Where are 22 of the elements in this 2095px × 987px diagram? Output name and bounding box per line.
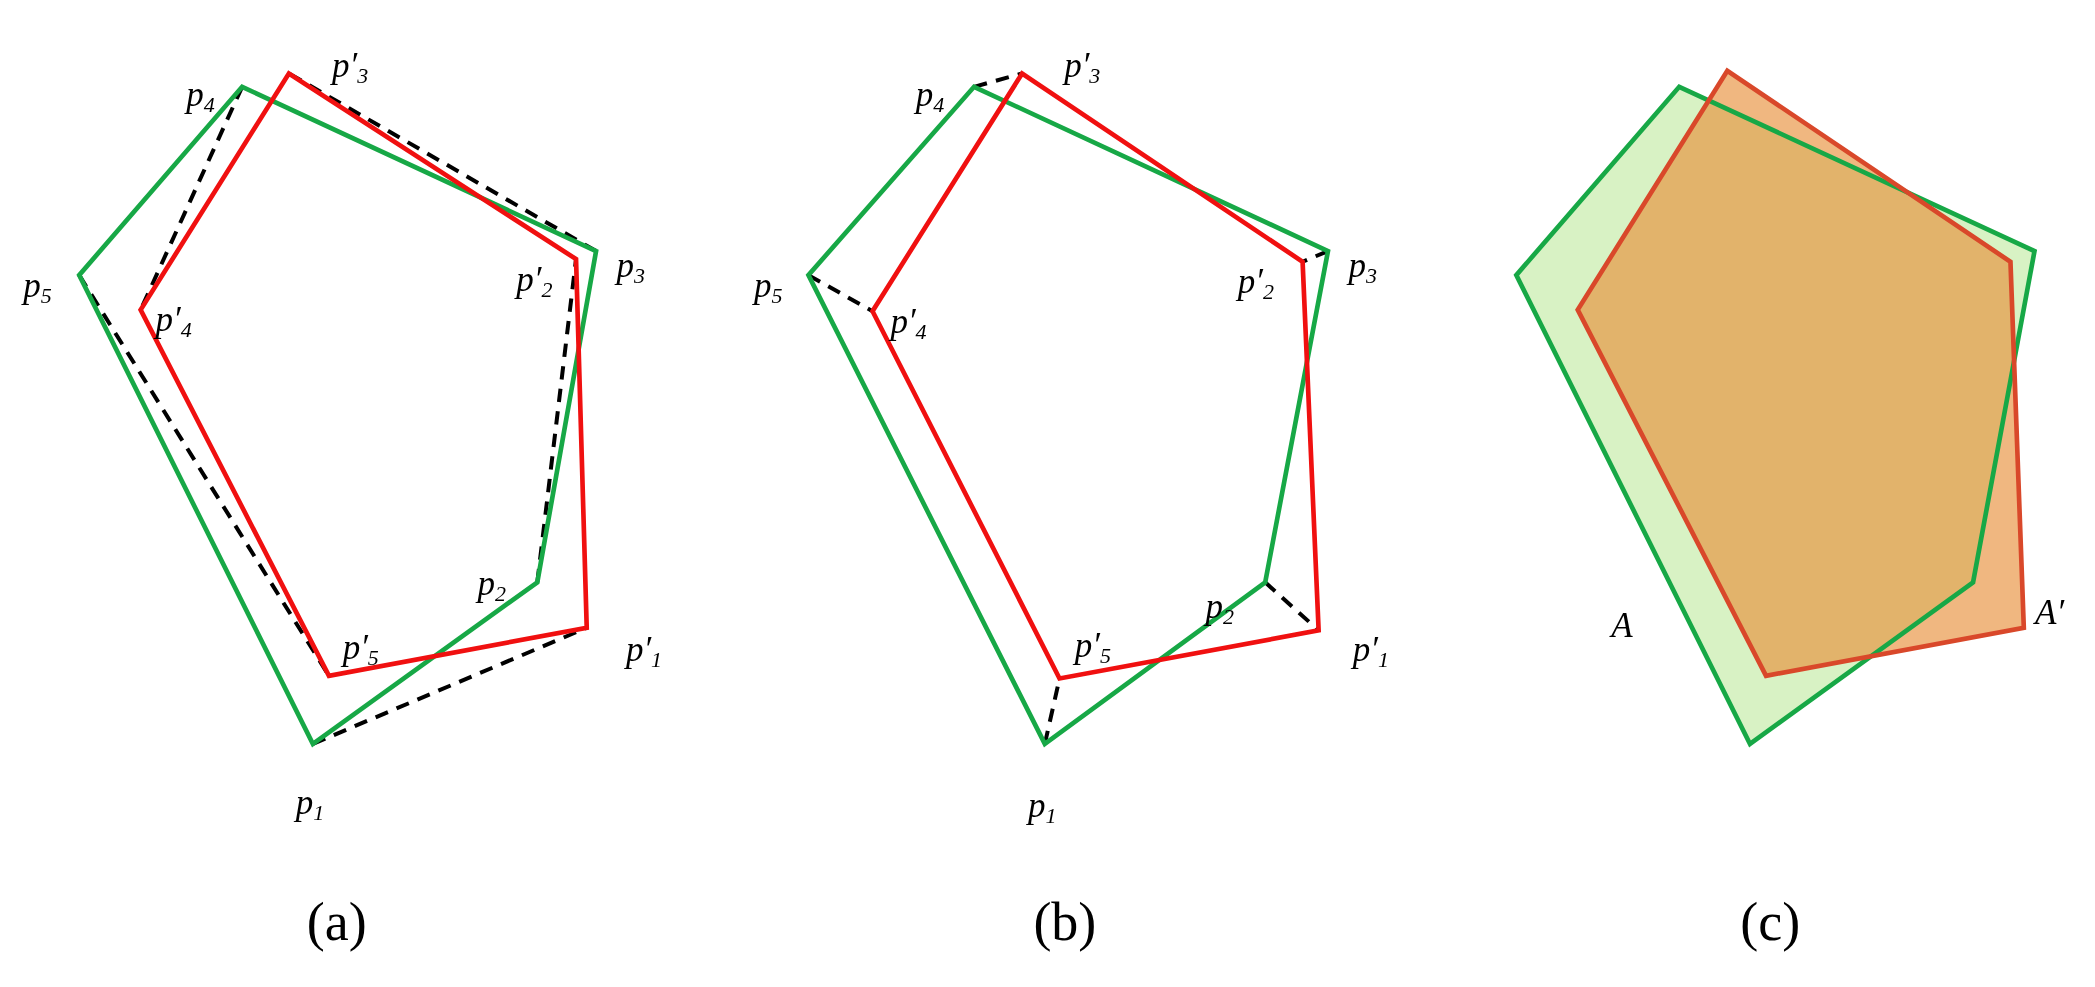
vertex-label: p$_{2}$	[477, 565, 506, 605]
vertex-label: p′$_{1}$	[625, 631, 663, 671]
vertex-label: p$_{1}$	[295, 784, 325, 824]
vertex-label: p′$_{3}$	[1064, 47, 1101, 87]
vertex-label: p′$_{2}$	[1237, 263, 1274, 303]
vertex-label: p′$_{4}$	[155, 301, 192, 341]
vertex-label: p′$_{3}$	[331, 47, 369, 87]
vertex-label: p′$_{5}$	[1074, 627, 1111, 667]
vertex-label: p′$_{4}$	[890, 303, 927, 343]
vertex-label: p$_{3}$	[616, 247, 645, 287]
vertex-label: p$_{4}$	[915, 76, 945, 116]
vertex-label: A	[1611, 607, 1633, 643]
vertex-label: p$_{5}$	[754, 267, 783, 307]
vertex-label: p′$_{2}$	[516, 261, 553, 301]
vertex-label: A′	[2035, 594, 2065, 630]
vertex-label: p′$_{1}$	[1352, 631, 1389, 671]
vertex-label: p$_{3}$	[1348, 247, 1378, 287]
vertex-label: p′$_{5}$	[342, 629, 379, 669]
vertex-label: p$_{4}$	[186, 76, 215, 116]
vertex-label: p$_{5}$	[23, 267, 52, 307]
vertex-label: p$_{1}$	[1027, 787, 1057, 827]
vertex-label: p$_{2}$	[1205, 588, 1235, 628]
